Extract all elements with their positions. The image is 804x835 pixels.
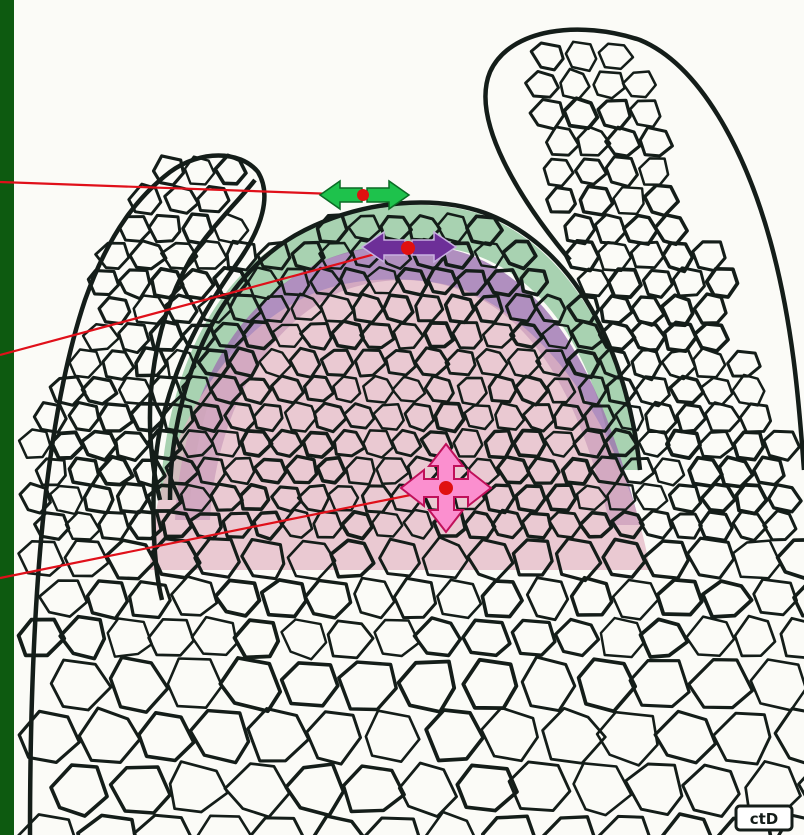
signature-text: ctD [750, 810, 779, 828]
corpus-arrow-center [439, 481, 453, 495]
outer-tunica-arrow-center [357, 189, 369, 201]
artist-signature: ctD [736, 806, 792, 830]
inner-tunica-arrow-center [401, 241, 415, 255]
